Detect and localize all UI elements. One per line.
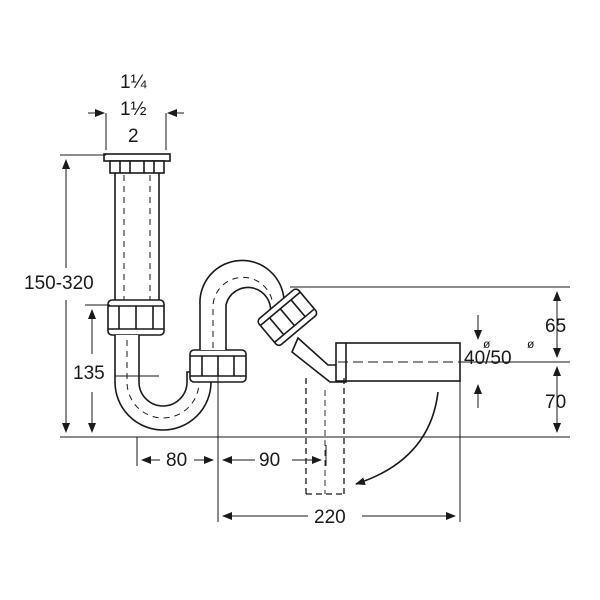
u-bend bbox=[114, 335, 212, 431]
top-flange bbox=[103, 153, 171, 174]
left-nut bbox=[107, 299, 165, 336]
height-70-label: 70 bbox=[545, 392, 567, 413]
elbow-connector bbox=[291, 336, 347, 383]
rotation-arrow bbox=[355, 391, 439, 486]
rotated-outlet-ghost bbox=[305, 378, 345, 495]
width-220-label: 220 bbox=[314, 507, 346, 528]
size-label-two: 2 bbox=[128, 126, 139, 147]
angled-nut bbox=[257, 288, 318, 347]
size-label-quarter: 1¼ bbox=[120, 72, 147, 93]
outlet-pipe bbox=[335, 342, 461, 382]
upper-arch bbox=[199, 259, 285, 350]
width-80-label: 80 bbox=[166, 450, 188, 471]
size-label-half: 1½ bbox=[120, 99, 147, 120]
diameter-symbol-left: ø bbox=[483, 337, 491, 351]
diameter-symbol-right: ø bbox=[527, 337, 535, 351]
width-90-label: 90 bbox=[259, 450, 281, 471]
inlet-pipe bbox=[114, 171, 160, 303]
height-range-label: 150-320 bbox=[24, 273, 94, 294]
dimension-lines bbox=[60, 109, 570, 522]
height-65-label: 65 bbox=[545, 316, 567, 337]
height-135-label: 135 bbox=[73, 363, 105, 384]
pipe-assembly bbox=[103, 153, 461, 495]
outlet-diameter-label: 40/50 bbox=[464, 348, 512, 369]
